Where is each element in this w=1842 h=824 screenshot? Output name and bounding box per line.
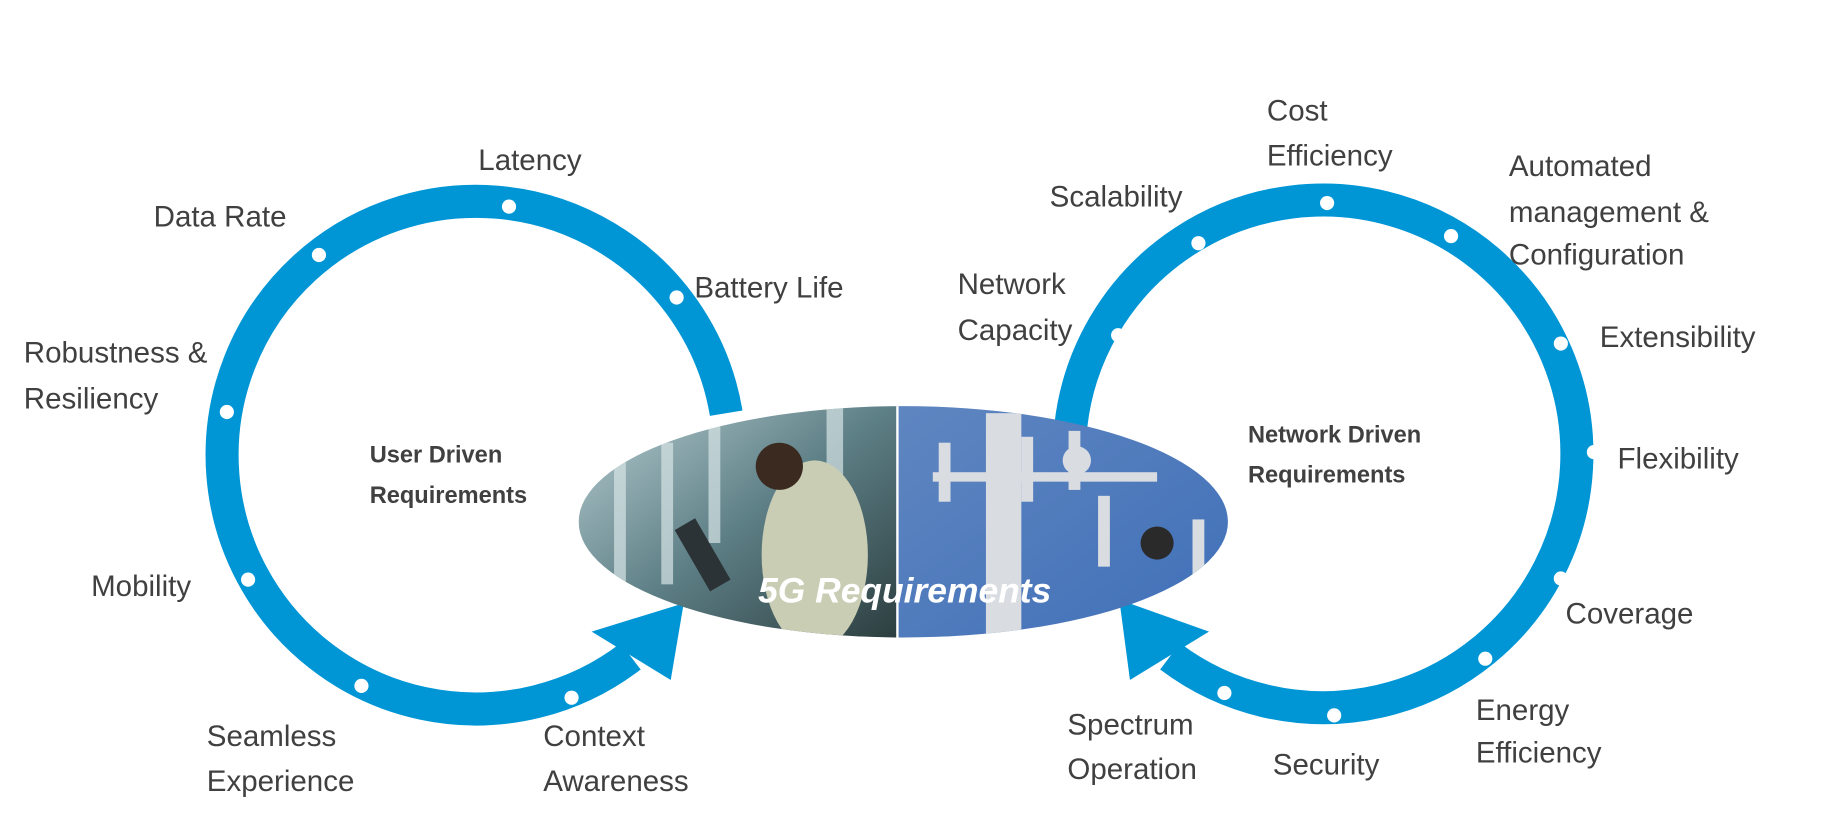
dot-seamless xyxy=(354,678,369,693)
dot-scalability xyxy=(1191,236,1206,251)
photo-divider xyxy=(896,406,899,638)
label-energy-efficiency: Efficiency xyxy=(1476,737,1602,770)
label-latency: Latency xyxy=(478,144,582,177)
dot-robustness xyxy=(219,404,234,420)
user-hub-line1: User Driven xyxy=(370,443,503,469)
label-experience: Experience xyxy=(207,765,355,798)
dot-network-capacity xyxy=(1111,328,1126,343)
network-requirements-cycle xyxy=(1054,183,1594,725)
dot-coverage xyxy=(1553,571,1568,586)
ring-dots xyxy=(219,195,1601,723)
network-hub-line2: Requirements xyxy=(1248,463,1405,489)
dot-spectrum xyxy=(1217,685,1232,701)
woman-head xyxy=(755,442,803,490)
label-resiliency: Resiliency xyxy=(24,383,159,416)
dot-mobility xyxy=(241,572,256,587)
dot-battery-life xyxy=(669,290,684,305)
label-mobility: Mobility xyxy=(91,570,191,603)
dot-automated xyxy=(1443,229,1459,244)
cell-tower xyxy=(932,413,1205,638)
technician xyxy=(1140,526,1174,560)
center-title: 5G Requirements xyxy=(758,570,1051,610)
label-management: management & xyxy=(1509,196,1709,229)
label-security: Security xyxy=(1273,748,1380,781)
dot-latency xyxy=(501,199,517,214)
label-energy: Energy xyxy=(1476,694,1570,727)
label-robustness: Robustness & xyxy=(24,336,208,369)
label-network: Network xyxy=(958,268,1066,301)
dot-context xyxy=(564,690,579,705)
dot-cost xyxy=(1320,195,1335,211)
label-seamless: Seamless xyxy=(207,720,337,753)
woman-figure xyxy=(761,460,868,638)
label-context: Context xyxy=(543,720,645,753)
dot-security xyxy=(1327,708,1342,723)
network-requirement-labels: Cost Efficiency Scalability Automated ma… xyxy=(958,94,1756,786)
label-battery-life: Battery Life xyxy=(694,272,843,305)
label-operation: Operation xyxy=(1067,753,1197,786)
label-configuration: Configuration xyxy=(1509,238,1684,271)
label-flexibility: Flexibility xyxy=(1618,443,1740,476)
label-capacity: Capacity xyxy=(958,314,1073,347)
dot-extensibility xyxy=(1553,336,1568,351)
laptop xyxy=(674,518,731,592)
dot-flexibility xyxy=(1586,445,1601,460)
label-cost: Cost xyxy=(1267,94,1328,127)
label-cost-efficiency: Efficiency xyxy=(1267,139,1393,172)
label-coverage: Coverage xyxy=(1566,597,1694,630)
label-awareness: Awareness xyxy=(543,765,688,798)
label-data-rate: Data Rate xyxy=(154,201,287,234)
user-ring-arc xyxy=(205,184,743,726)
label-extensibility: Extensibility xyxy=(1600,321,1756,354)
dot-energy xyxy=(1478,651,1493,666)
user-ring-arrowhead xyxy=(591,603,684,680)
user-requirement-labels: Latency Data Rate Battery Life Robustnes… xyxy=(24,144,844,798)
network-ring-arrowhead xyxy=(1119,599,1210,680)
label-scalability: Scalability xyxy=(1050,181,1183,214)
dot-data-rate xyxy=(311,247,327,263)
label-automated: Automated xyxy=(1509,150,1652,183)
user-requirements-cycle xyxy=(205,184,743,726)
network-hub-line1: Network Driven xyxy=(1248,423,1421,449)
user-hub-line2: Requirements xyxy=(370,483,527,509)
label-spectrum: Spectrum xyxy=(1067,708,1193,741)
network-ring-arc xyxy=(1054,183,1594,725)
